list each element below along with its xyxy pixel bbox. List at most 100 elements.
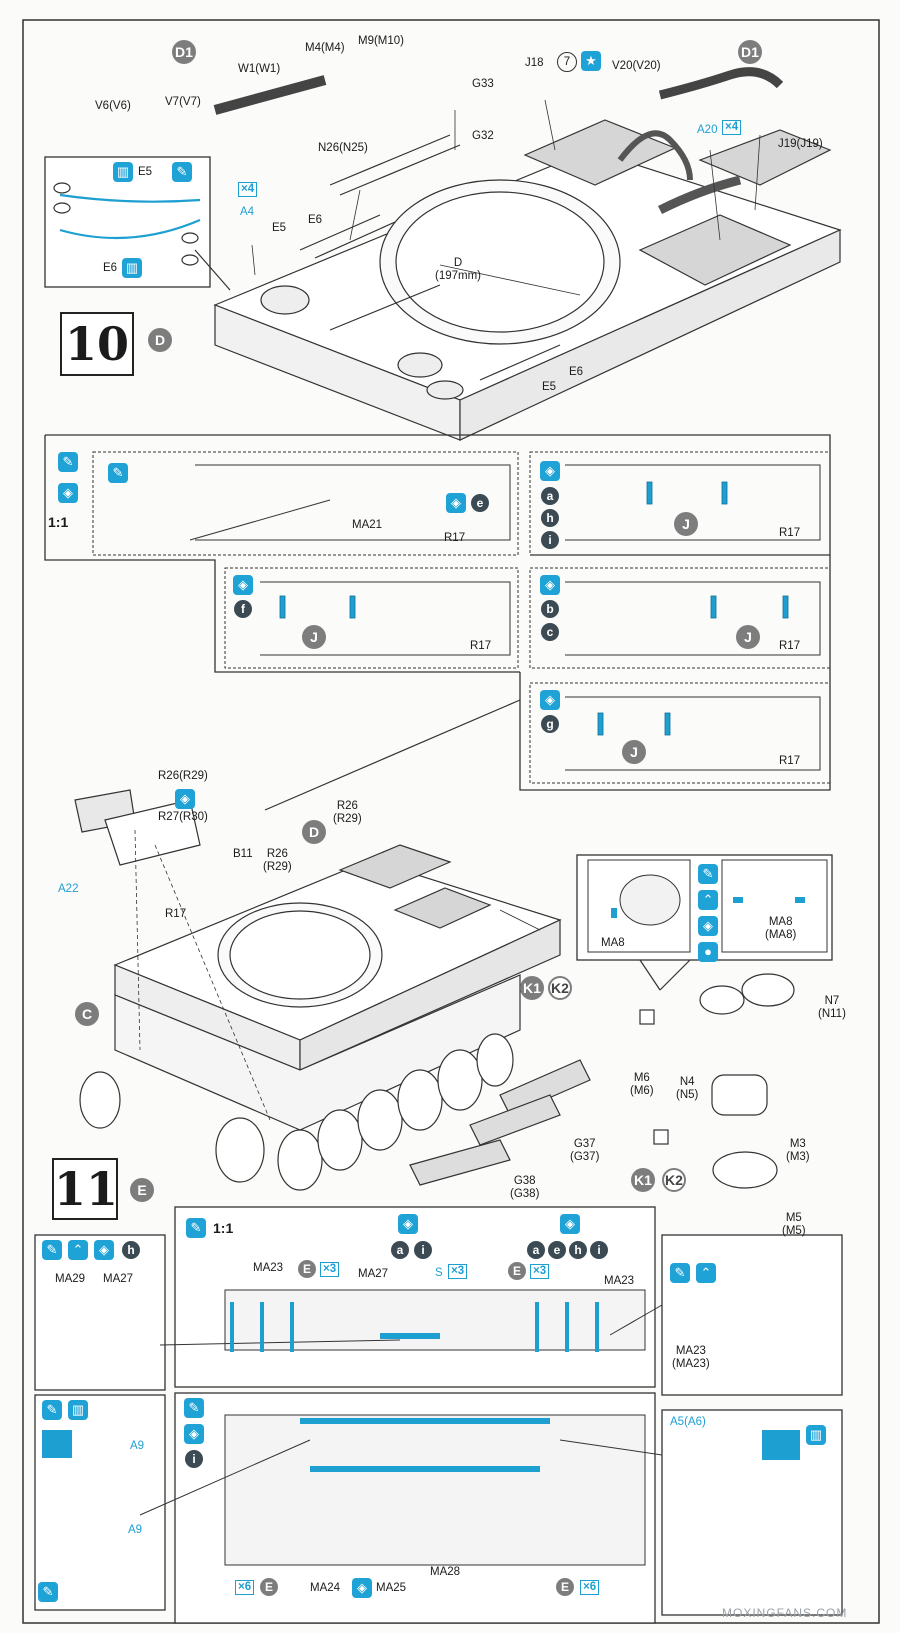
glue-icon: ✎ — [38, 1582, 58, 1602]
pe-part-icon: ▥ — [113, 162, 133, 182]
label-a20: A20 — [697, 124, 718, 136]
label-x4-a20: ×4 — [722, 120, 742, 135]
label-ma8-right: MA8 (MA8) — [765, 916, 797, 941]
k2-badge: K2 — [662, 1168, 686, 1192]
label-a22: A22 — [58, 883, 79, 895]
scale-label: 1:1 — [48, 514, 69, 530]
label-e5-top: E5 — [272, 222, 287, 234]
variant-i: i — [590, 1241, 608, 1259]
variant-option-icon: ◈ — [540, 461, 560, 481]
label-e6-top: E6 — [308, 214, 323, 226]
label-r26-left: R26 (R29) — [263, 848, 292, 873]
label-r26-top: R26(R29) — [158, 770, 208, 782]
variant-i: i — [414, 1241, 432, 1259]
label-m5: M5 (M5) — [782, 1212, 806, 1237]
label-b11: B11 — [233, 848, 253, 860]
variant-option-icon: ◈ — [698, 916, 718, 936]
variant-a: a — [541, 487, 559, 505]
pe-part-icon: ▥ — [68, 1400, 88, 1420]
step-10-number: 10 — [60, 312, 134, 376]
label-x6-right: ×6 — [580, 1580, 600, 1595]
variant-i: i — [185, 1450, 203, 1468]
circle-7: 7 — [557, 52, 577, 72]
glue-icon: ✎ — [108, 463, 128, 483]
glue-icon: ✎ — [42, 1400, 62, 1420]
label-ma24: MA24 — [310, 1582, 341, 1594]
label-r26-mid: R26 (R29) — [333, 800, 362, 825]
pe-strips — [42, 1302, 800, 1472]
label-v7: V7(V7) — [165, 96, 201, 108]
variant-h: h — [122, 1241, 140, 1259]
e-badge: E — [508, 1262, 526, 1280]
e-badge: E — [298, 1260, 316, 1278]
label-ma29: MA29 — [55, 1273, 86, 1285]
label-ma21: MA21 — [352, 519, 383, 531]
d1-badge-left: D1 — [172, 40, 196, 64]
variant-a: a — [391, 1241, 409, 1259]
label-ma27-center: MA27 — [358, 1268, 389, 1280]
label-n26: N26(N25) — [318, 142, 368, 154]
variant-h: h — [569, 1241, 587, 1259]
label-x3-s: ×3 — [448, 1264, 468, 1279]
label-m6: M6 (M6) — [630, 1072, 654, 1097]
variant-option-icon: ◈ — [94, 1240, 114, 1260]
label-g32: G32 — [472, 130, 494, 142]
label-j18: J18 — [525, 57, 544, 69]
k1-badge: K1 — [520, 976, 544, 1000]
label-ma23-right: MA23 — [604, 1275, 635, 1287]
pe-part-icon: ▥ — [806, 1425, 826, 1445]
step-11-badge: E — [130, 1178, 154, 1202]
label-r17-g: R17 — [779, 755, 801, 767]
variant-option-icon: ◈ — [446, 493, 466, 513]
glue-icon: ✎ — [698, 864, 718, 884]
glue-icon: ✎ — [58, 452, 78, 472]
label-m9: M9(M10) — [358, 35, 405, 47]
label-a9-bottom: A9 — [128, 1524, 143, 1536]
part-j-badge: J — [736, 625, 760, 649]
glue-icon: ✎ — [172, 162, 192, 182]
d1-badge-right: D1 — [738, 40, 762, 64]
scale-label-step11: 1:1 — [213, 1220, 234, 1236]
variant-option-icon: ◈ — [540, 575, 560, 595]
variant-option-icon: ◈ — [352, 1578, 372, 1598]
glue-icon: ✎ — [42, 1240, 62, 1260]
variant-h: h — [541, 509, 559, 527]
variant-option-icon: ◈ — [540, 690, 560, 710]
assembly-drawing — [74, 789, 591, 1191]
label-ma27-left: MA27 — [103, 1273, 134, 1285]
label-m4: M4(M4) — [305, 42, 345, 54]
label-x4-a4: ×4 — [238, 182, 258, 197]
label-a9-top: A9 — [130, 1440, 145, 1452]
label-a4: A4 — [240, 206, 255, 218]
label-g33: G33 — [472, 78, 494, 90]
label-ma28: MA28 — [430, 1566, 461, 1578]
star-icon: ★ — [581, 51, 601, 71]
label-cable-e5: E5 — [138, 166, 153, 178]
k1-badge: K1 — [631, 1168, 655, 1192]
d-badge: D — [302, 820, 326, 844]
pe-brackets — [279, 481, 789, 736]
part-j-badge: J — [674, 512, 698, 536]
bend-up-icon: ⌃ — [698, 890, 718, 910]
watermark: MOXINGFANS.COM — [722, 1606, 848, 1620]
glue-icon: ✎ — [186, 1218, 206, 1238]
bend-up-icon: ⌃ — [696, 1263, 716, 1283]
step-11-number: 11 — [52, 1158, 118, 1220]
variant-option-icon: ◈ — [233, 575, 253, 595]
bend-up-icon: ⌃ — [68, 1240, 88, 1260]
label-r17-assembly: R17 — [165, 908, 187, 920]
label-ma8-left: MA8 — [601, 937, 625, 949]
pe-part-icon: ▥ — [122, 258, 142, 278]
variant-option-icon: ◈ — [560, 1214, 580, 1234]
label-n4: N4 (N5) — [676, 1076, 699, 1101]
variant-e: e — [548, 1241, 566, 1259]
label-ma23-detail: MA23 (MA23) — [672, 1345, 710, 1370]
variant-i: i — [541, 531, 559, 549]
label-e5-bottom: E5 — [542, 381, 557, 393]
label-r17-main: R17 — [444, 532, 466, 544]
e-badge: E — [260, 1578, 278, 1596]
variant-option-icon: ◈ — [398, 1214, 418, 1234]
label-x3-left: ×3 — [320, 1262, 340, 1277]
variant-e: e — [471, 494, 489, 512]
